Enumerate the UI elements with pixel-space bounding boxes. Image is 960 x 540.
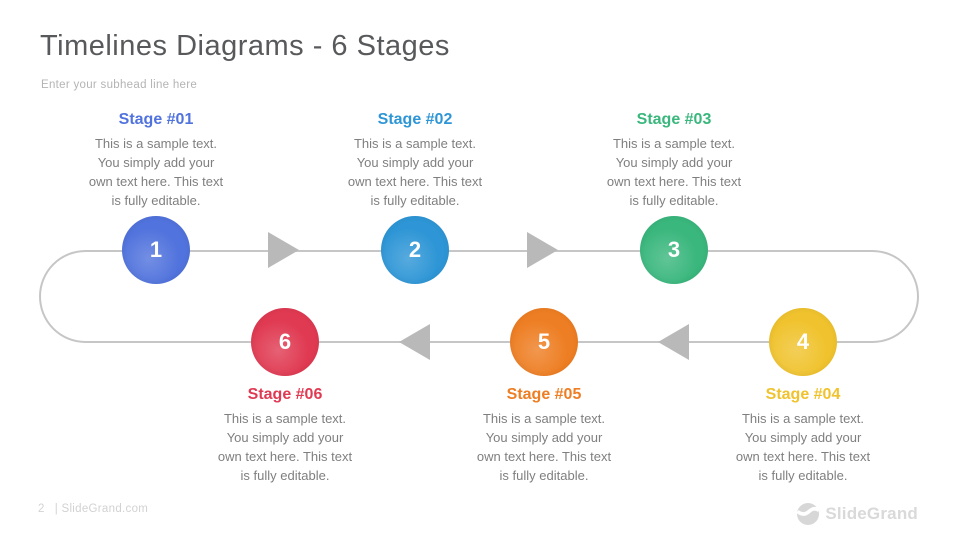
stage-body-line: is fully editable. <box>758 468 848 483</box>
circle-number: 4 <box>796 329 810 354</box>
stage-heading: Stage #01 <box>118 111 194 128</box>
stage-body-line: You simply add your <box>97 155 215 170</box>
circle-number: 5 <box>537 329 551 354</box>
stage-body-line: is fully editable. <box>370 193 460 208</box>
stage-body-line: is fully editable. <box>111 193 201 208</box>
stage-heading: Stage #03 <box>636 111 712 128</box>
stage-body-line: is fully editable. <box>499 468 589 483</box>
stage-body-line: This is a sample text. <box>482 411 606 426</box>
brand-logo-text: SlideGrand <box>825 504 918 523</box>
stage-body-line: You simply add your <box>615 155 733 170</box>
stage-4-circle: 4 <box>769 308 837 376</box>
circle-number: 1 <box>149 237 163 262</box>
stage-4-column: Stage #04 This is a sample text. You sim… <box>715 385 891 485</box>
stage-5-column: Stage #05 This is a sample text. You sim… <box>456 385 632 485</box>
stage-body-line: own text here. This text <box>735 449 871 464</box>
stage-3-column: Stage #03 This is a sample text. You sim… <box>586 110 762 210</box>
stage-body-line: is fully editable. <box>629 193 719 208</box>
stage-body-line: This is a sample text. <box>223 411 347 426</box>
stage-body-line: You simply add your <box>356 155 474 170</box>
stage-2-column: Stage #02 This is a sample text. You sim… <box>327 110 503 210</box>
stage-heading: Stage #02 <box>377 111 453 128</box>
timeline-track <box>39 250 919 343</box>
stage-2-circle: 2 <box>381 216 449 284</box>
circle-number: 6 <box>278 329 292 354</box>
stage-body-line: own text here. This text <box>88 174 224 189</box>
arrow-right-icon <box>268 232 299 268</box>
brand-logo: SlideGrand <box>796 502 918 526</box>
stage-body-line: This is a sample text. <box>353 136 477 151</box>
page-title: Timelines Diagrams - 6 Stages <box>40 30 450 62</box>
page-subtitle: Enter your subhead line here <box>41 79 198 91</box>
circle-number: 2 <box>408 237 422 262</box>
circle-number: 3 <box>667 237 681 262</box>
stage-3-circle: 3 <box>640 216 708 284</box>
arrow-left-icon <box>658 324 689 360</box>
stage-body-line: This is a sample text. <box>741 411 865 426</box>
stage-1-circle: 1 <box>122 216 190 284</box>
stage-heading: Stage #05 <box>506 386 582 403</box>
stage-body-line: is fully editable. <box>240 468 330 483</box>
stage-5-circle: 5 <box>510 308 578 376</box>
stage-heading: Stage #04 <box>765 386 841 403</box>
footer: 2 | SlideGrand.com <box>38 503 148 515</box>
stage-body-line: You simply add your <box>226 430 344 445</box>
stage-body-line: own text here. This text <box>347 174 483 189</box>
stage-body-line: own text here. This text <box>217 449 353 464</box>
stage-body-line: own text here. This text <box>606 174 742 189</box>
stage-6-circle: 6 <box>251 308 319 376</box>
arrow-right-icon <box>527 232 558 268</box>
footer-page-number: 2 <box>38 503 45 515</box>
stage-body-line: You simply add your <box>744 430 862 445</box>
stage-heading: Stage #06 <box>247 386 323 403</box>
stage-1-column: Stage #01 This is a sample text. You sim… <box>68 110 244 210</box>
stage-body-line: You simply add your <box>485 430 603 445</box>
stage-body-line: This is a sample text. <box>94 136 218 151</box>
stage-6-column: Stage #06 This is a sample text. You sim… <box>197 385 373 485</box>
stage-body-line: own text here. This text <box>476 449 612 464</box>
stage-body-line: This is a sample text. <box>612 136 736 151</box>
arrow-left-icon <box>399 324 430 360</box>
brand-logo-icon <box>796 502 821 526</box>
footer-site-text: | SlideGrand.com <box>54 503 149 515</box>
